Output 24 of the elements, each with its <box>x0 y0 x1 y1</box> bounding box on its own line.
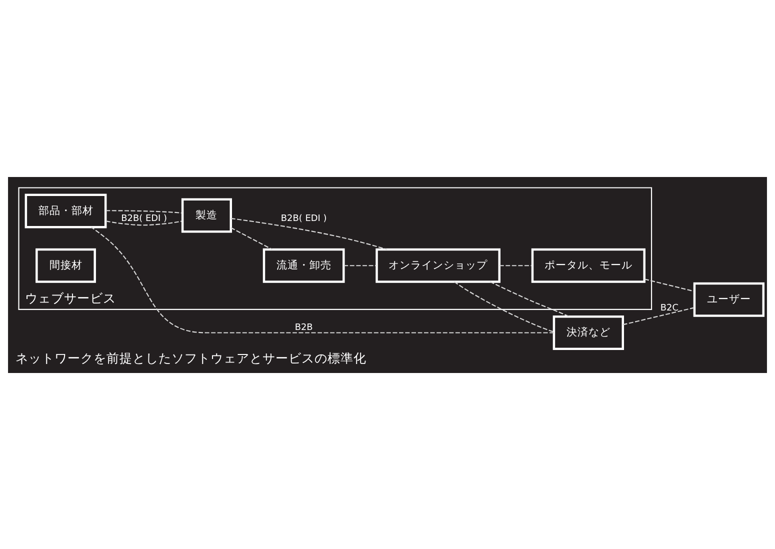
node-box: 部品・部材 <box>24 193 107 228</box>
edge-label: B2C <box>660 302 678 313</box>
connector <box>644 278 694 292</box>
connector <box>490 280 570 317</box>
connector <box>230 226 273 250</box>
connector <box>91 226 554 333</box>
node-box: 決済など <box>552 315 624 350</box>
node-box: 製造 <box>181 198 232 232</box>
connector <box>106 220 182 226</box>
connector <box>344 264 377 266</box>
edge-label: B2B( EDI ) <box>121 213 167 224</box>
node-box: ユーザー <box>693 282 764 316</box>
node-box: ポータル、モール <box>531 248 646 282</box>
edge-label: B2B( EDI ) <box>280 213 327 224</box>
connector <box>622 306 694 325</box>
edge-label: B2B <box>294 322 313 333</box>
node-box: 間接材 <box>36 248 96 282</box>
connector <box>230 217 388 250</box>
caption: ネットワークを前提としたソフトウェアとサービスの標準化 <box>16 350 367 365</box>
node-box: オンラインショップ <box>376 248 500 282</box>
node-box: 流通・卸売 <box>262 248 345 282</box>
connector <box>106 210 183 214</box>
connector <box>454 280 554 332</box>
connector <box>499 264 532 266</box>
